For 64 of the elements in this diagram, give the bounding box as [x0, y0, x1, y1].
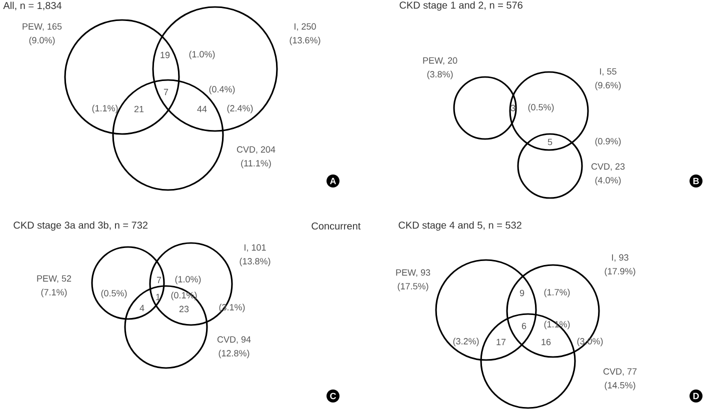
set-label: I, 250: [294, 23, 316, 31]
count-label: (0.4%): [209, 86, 235, 94]
set-label: (17.5%): [398, 282, 428, 292]
set-label: (13.6%): [290, 36, 320, 46]
set-label: CVD, 23: [591, 163, 625, 171]
set-label: PEW, 165: [22, 23, 62, 31]
venn-circle: [435, 259, 537, 361]
count-label: (1.1%): [92, 104, 118, 114]
set-label: (14.5%): [604, 382, 636, 390]
count-label: 16: [542, 338, 551, 346]
set-label: (9.6%): [595, 82, 621, 90]
set-label: (3.8%): [427, 70, 453, 80]
set-label: (11.1%): [241, 160, 271, 168]
count-label: (0.9%): [595, 138, 621, 146]
set-label: CVD, 94: [217, 336, 251, 344]
set-label: (13.8%): [240, 258, 270, 266]
count-label: (1.7%): [544, 288, 570, 298]
set-label: PEW, 20: [423, 57, 458, 65]
count-label: 1: [156, 294, 160, 300]
panel-badge: C: [326, 390, 340, 402]
venn-circle: [517, 133, 583, 199]
count-label: 7: [156, 276, 162, 284]
venn-circle: [509, 71, 589, 151]
count-label: (0.5%): [528, 104, 554, 112]
count-label: 19: [160, 52, 170, 58]
count-label: 4: [140, 304, 144, 312]
venn-circle: [152, 6, 278, 132]
count-label: 17: [496, 338, 506, 346]
set-label: I, 93: [612, 254, 628, 262]
set-label: CVD, 204: [236, 146, 276, 154]
count-label: 6: [522, 322, 526, 330]
set-label: (7.1%): [41, 288, 67, 298]
panel-title: CKD stage 4 and 5, n = 532: [398, 221, 522, 231]
panel-badge: A: [326, 174, 340, 188]
count-label: 9: [520, 290, 524, 296]
set-label: PEW, 93: [396, 269, 430, 277]
count-label: 23: [179, 306, 189, 312]
venn-circle: [453, 76, 517, 140]
venn-circle: [64, 19, 180, 135]
count-label: (0.5%): [101, 290, 127, 298]
set-label: I, 101: [244, 244, 266, 252]
count-label: (2.4%): [227, 104, 253, 114]
set-label: (9.0%): [29, 36, 55, 46]
set-label: CVD, 77: [603, 368, 637, 376]
panel-title: Concurrent: [312, 222, 361, 230]
count-label: 7: [164, 88, 168, 96]
panel-badge: D: [690, 390, 702, 402]
panel-badge: B: [690, 174, 702, 188]
panel-title: All, n = 1,834: [3, 2, 62, 10]
set-label: PEW, 52: [37, 275, 72, 283]
set-label: (17.9%): [604, 268, 636, 276]
venn-circle: [91, 246, 165, 320]
count-label: (1.0%): [189, 50, 215, 60]
panel-title: CKD stage 3a and 3b, n = 732: [14, 221, 148, 231]
count-label: 44: [197, 106, 207, 112]
set-label: I, 55: [600, 68, 616, 76]
count-label: (3.2%): [453, 338, 479, 346]
count-label: 5: [548, 138, 552, 146]
panel-title: CKD stage 1 and 2, n = 576: [400, 1, 522, 11]
venn-circle: [480, 313, 576, 409]
set-label: (4.0%): [595, 176, 621, 186]
count-label: 21: [134, 106, 144, 112]
count-label: (1.0%): [175, 276, 201, 284]
set-label: (12.8%): [218, 350, 250, 358]
